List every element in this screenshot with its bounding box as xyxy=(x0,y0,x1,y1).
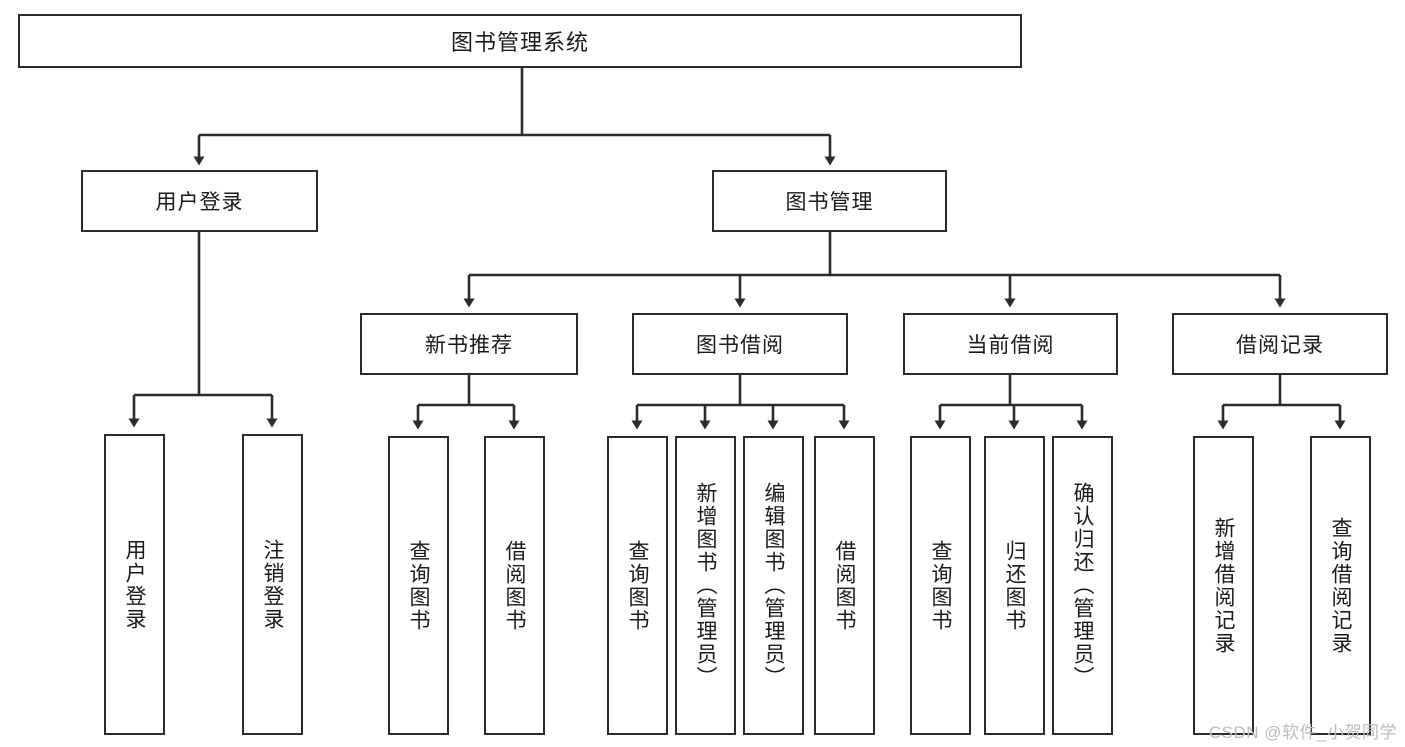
node-leaf-return-book[interactable]: 归还图书 xyxy=(984,436,1045,735)
node-borrow-record[interactable]: 借阅记录 xyxy=(1172,313,1388,375)
node-leaf-add-record[interactable]: 新增借阅记录 xyxy=(1193,436,1254,735)
node-leaf-query-book-2-label: 查询图书 xyxy=(626,539,649,632)
node-leaf-borrow-book-2-label: 借阅图书 xyxy=(833,539,856,632)
node-leaf-query-book-3[interactable]: 查询图书 xyxy=(910,436,971,735)
node-current-borrow-label: 当前借阅 xyxy=(966,334,1055,357)
node-leaf-query-book-1[interactable]: 查询图书 xyxy=(388,436,449,735)
node-leaf-confirm-return-label: 确认归还（管理员） xyxy=(1071,482,1094,689)
node-root-label: 图书管理系统 xyxy=(450,30,589,55)
node-leaf-user-login[interactable]: 用户登录 xyxy=(104,434,165,735)
node-leaf-logout-label: 注销登录 xyxy=(261,538,284,631)
node-root[interactable]: 图书管理系统 xyxy=(18,14,1022,68)
node-leaf-add-book[interactable]: 新增图书（管理员） xyxy=(675,436,736,735)
node-leaf-borrow-book-2[interactable]: 借阅图书 xyxy=(814,436,875,735)
node-leaf-edit-book-label: 编辑图书（管理员） xyxy=(762,482,785,689)
csdn-watermark: CSDN @软件_小贺同学 xyxy=(1208,723,1397,742)
node-new-book-recommend[interactable]: 新书推荐 xyxy=(360,313,578,375)
node-leaf-query-record-label: 查询借阅记录 xyxy=(1329,516,1352,655)
node-borrow-record-label: 借阅记录 xyxy=(1236,334,1324,357)
node-leaf-query-book-2[interactable]: 查询图书 xyxy=(607,436,668,735)
node-leaf-borrow-book-1[interactable]: 借阅图书 xyxy=(484,436,545,735)
node-leaf-return-book-label: 归还图书 xyxy=(1003,539,1026,632)
node-leaf-user-login-label: 用户登录 xyxy=(123,538,146,631)
node-current-borrow[interactable]: 当前借阅 xyxy=(903,313,1118,375)
node-book-borrow[interactable]: 图书借阅 xyxy=(632,313,848,375)
node-user-login[interactable]: 用户登录 xyxy=(81,170,318,232)
node-leaf-confirm-return[interactable]: 确认归还（管理员） xyxy=(1052,436,1113,735)
node-user-login-label: 用户登录 xyxy=(155,191,244,214)
node-book-management-label: 图书管理 xyxy=(785,191,874,214)
node-leaf-query-book-3-label: 查询图书 xyxy=(929,539,952,632)
node-leaf-add-book-label: 新增图书（管理员） xyxy=(694,482,717,689)
node-leaf-query-record[interactable]: 查询借阅记录 xyxy=(1310,436,1371,735)
node-leaf-edit-book[interactable]: 编辑图书（管理员） xyxy=(743,436,804,735)
node-leaf-borrow-book-1-label: 借阅图书 xyxy=(503,539,526,632)
node-book-management[interactable]: 图书管理 xyxy=(712,170,947,232)
node-leaf-logout[interactable]: 注销登录 xyxy=(242,434,303,735)
node-leaf-query-book-1-label: 查询图书 xyxy=(407,539,430,632)
node-book-borrow-label: 图书借阅 xyxy=(696,334,784,357)
node-new-book-recommend-label: 新书推荐 xyxy=(425,334,513,357)
node-leaf-add-record-label: 新增借阅记录 xyxy=(1212,516,1235,655)
